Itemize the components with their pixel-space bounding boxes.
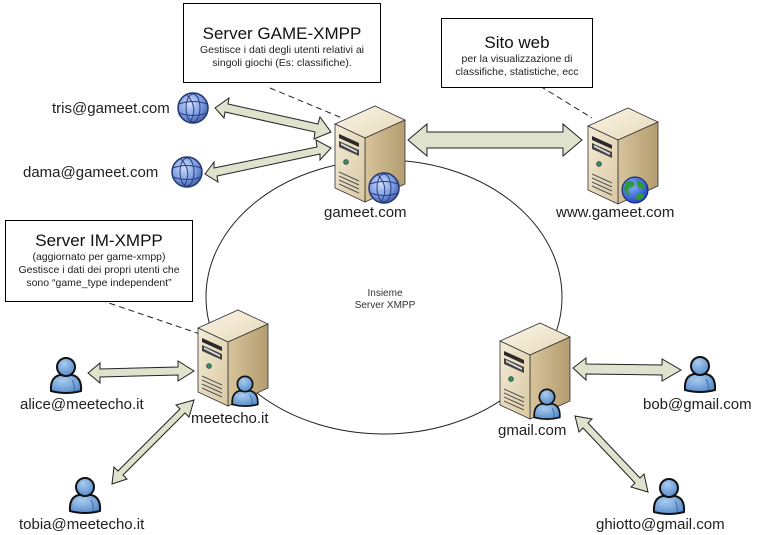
server-www-gameet[interactable] <box>587 107 659 205</box>
server-gameet[interactable] <box>334 105 406 204</box>
globe-icon-tris <box>177 92 209 124</box>
callout-line: (aggiornato per game-xmpp) <box>32 251 166 263</box>
callout-sito-web: Sito web per la visualizzazione di class… <box>441 18 593 88</box>
callout-game-xmpp: Server GAME-XMPP Gestisce i dati degli u… <box>183 3 381 83</box>
server-label-gameet: gameet.com <box>324 204 407 221</box>
callout-line-sito-web <box>539 85 593 119</box>
callout-line: Gestisce i dati dei propri utenti che <box>18 264 180 276</box>
callout-title: Sito web <box>484 33 550 52</box>
callout-line-game-xmpp <box>269 87 343 119</box>
user-icon-tobia <box>68 477 102 514</box>
client-label-tris: tris@gameet.com <box>52 100 170 117</box>
callout-title: Server IM-XMPP <box>35 231 163 250</box>
arrow-gmail-ghiotto <box>574 415 649 493</box>
callout-title: Server GAME-XMPP <box>202 24 362 43</box>
callout-line: per la visualizzazione di <box>461 53 573 65</box>
callout-line: singoli giochi (Es: classifiche). <box>212 57 352 69</box>
client-label-ghiotto: ghiotto@gmail.com <box>596 516 725 533</box>
server-label-meetecho: meetecho.it <box>191 410 269 427</box>
server-gmail[interactable] <box>499 322 571 420</box>
federation-label: Insieme Server XMPP <box>345 288 425 312</box>
federation-label-line: Server XMPP <box>354 300 416 311</box>
callout-line-im-xmpp <box>99 299 201 335</box>
client-label-alice: alice@meetecho.it <box>20 396 144 413</box>
federation-label-line: Insieme <box>367 288 403 299</box>
earth-globe-icon <box>621 176 649 204</box>
arrow-gmail-bob <box>572 356 682 382</box>
arrow-tobia-meetecho <box>111 399 195 485</box>
user-icon-bob <box>683 356 717 393</box>
client-label-tobia: tobia@meetecho.it <box>19 516 145 533</box>
server-icon <box>499 322 571 420</box>
callout-line: sono “game_type independent” <box>26 277 172 289</box>
callout-line: Gestisce i dati degli utenti relativi ai <box>200 44 364 56</box>
callout-line: classifiche, statistiche, ecc <box>455 66 579 78</box>
arrow-gameet-www <box>407 122 583 158</box>
arrow-dama-gameet <box>204 139 332 184</box>
server-label-gmail: gmail.com <box>498 422 567 439</box>
client-label-dama: dama@gameet.com <box>23 164 159 181</box>
server-icon <box>197 309 269 407</box>
user-icon-alice <box>49 357 83 394</box>
server-meetecho[interactable] <box>197 309 269 407</box>
server-label-www-gameet: www.gameet.com <box>556 204 675 221</box>
arrow-alice-meetecho <box>87 360 195 385</box>
callout-im-xmpp: Server IM-XMPP (aggiornato per game-xmpp… <box>5 220 193 302</box>
globe-badge-icon <box>368 172 400 204</box>
arrow-tris-gameet <box>214 96 332 140</box>
globe-icon-dama <box>171 156 203 188</box>
user-icon-ghiotto <box>652 478 686 515</box>
client-label-bob: bob@gmail.com <box>643 396 752 413</box>
